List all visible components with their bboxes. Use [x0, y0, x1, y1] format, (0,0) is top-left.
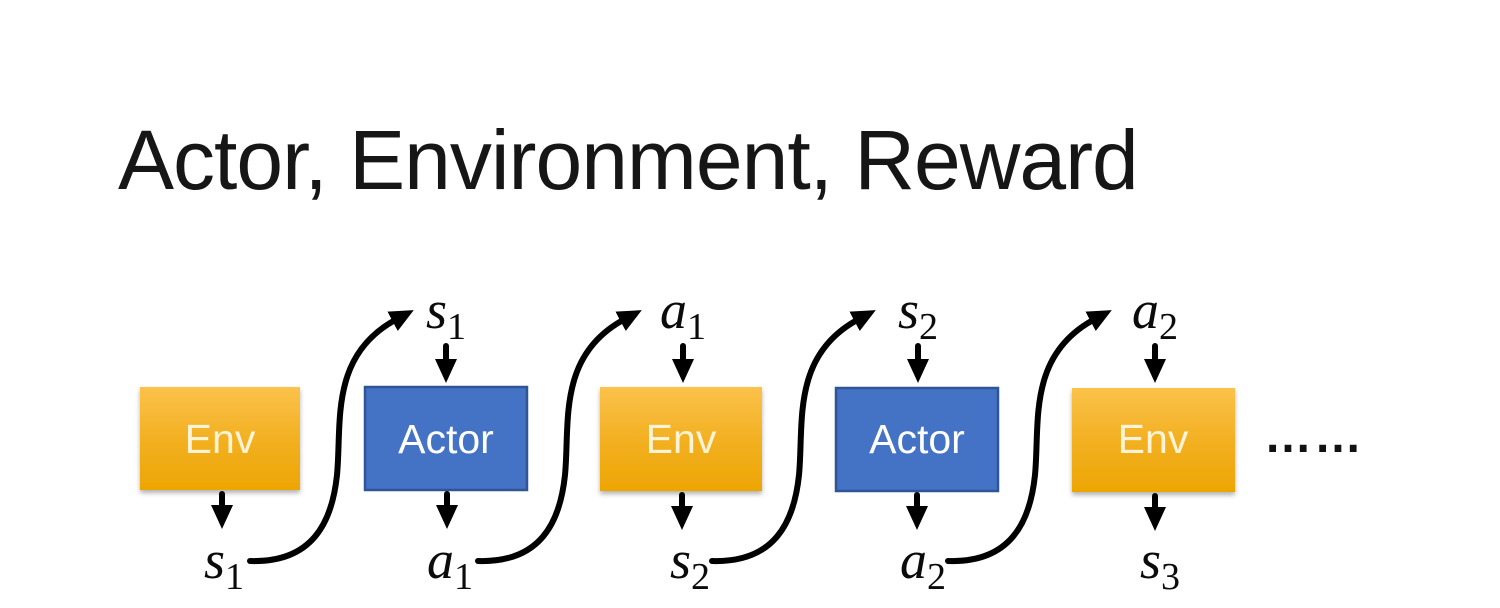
actor-box-1: Actor [363, 385, 529, 492]
top-label-a1-sub: 1 [687, 306, 706, 348]
curve-arrow-s1-to-actor1 [247, 310, 414, 565]
bottom-label-a2-main: a [900, 530, 927, 590]
actor-box-2: Actor [834, 386, 1000, 493]
top-label-a1: a1 [660, 280, 706, 348]
bottom-label-s3-main: s [1140, 530, 1161, 590]
top-label-a2-main: a [1132, 280, 1159, 340]
env-box-1: Env [140, 387, 300, 490]
env-box-2: Env [600, 387, 762, 491]
top-label-s1-main: s [426, 280, 447, 340]
bottom-label-s3-sub: 3 [1161, 556, 1180, 598]
bottom-label-s1: s1 [204, 530, 244, 598]
bottom-label-s2-main: s [670, 530, 691, 590]
continuation-ellipsis: …… [1264, 410, 1364, 463]
actor-box-1-label: Actor [398, 416, 494, 462]
bottom-label-s1-sub: 1 [225, 556, 244, 598]
curve-arrow-a2-to-env3 [945, 310, 1112, 565]
bottom-label-s1-main: s [204, 530, 225, 590]
top-label-a2-sub: 2 [1159, 306, 1178, 348]
top-label-s2-main: s [898, 280, 919, 340]
top-label-a1-main: a [660, 280, 687, 340]
curve-arrow-a1-to-env2 [475, 310, 642, 565]
slide-title: Actor, Environment, Reward [118, 113, 1139, 207]
env-box-1-label: Env [185, 416, 256, 462]
bottom-label-a2: a2 [900, 530, 946, 598]
bottom-label-a1: a1 [427, 530, 473, 598]
bottom-label-s2-sub: 2 [691, 556, 710, 598]
bottom-label-a1-main: a [427, 530, 454, 590]
env-box-3: Env [1072, 388, 1235, 492]
curve-arrow-s2-to-actor2 [709, 310, 876, 565]
bottom-label-a1-sub: 1 [454, 556, 473, 598]
top-label-s1: s1 [426, 280, 466, 348]
top-label-a2: a2 [1132, 280, 1178, 348]
bottom-label-s2: s2 [670, 530, 710, 598]
top-label-s1-sub: 1 [447, 306, 466, 348]
top-label-s2-sub: 2 [919, 306, 938, 348]
actor-box-2-label: Actor [869, 416, 965, 462]
bottom-label-s3: s3 [1140, 530, 1180, 598]
top-label-s2: s2 [898, 280, 938, 348]
env-box-3-label: Env [1118, 416, 1189, 462]
env-box-2-label: Env [646, 416, 717, 462]
bottom-label-a2-sub: 2 [927, 556, 946, 598]
